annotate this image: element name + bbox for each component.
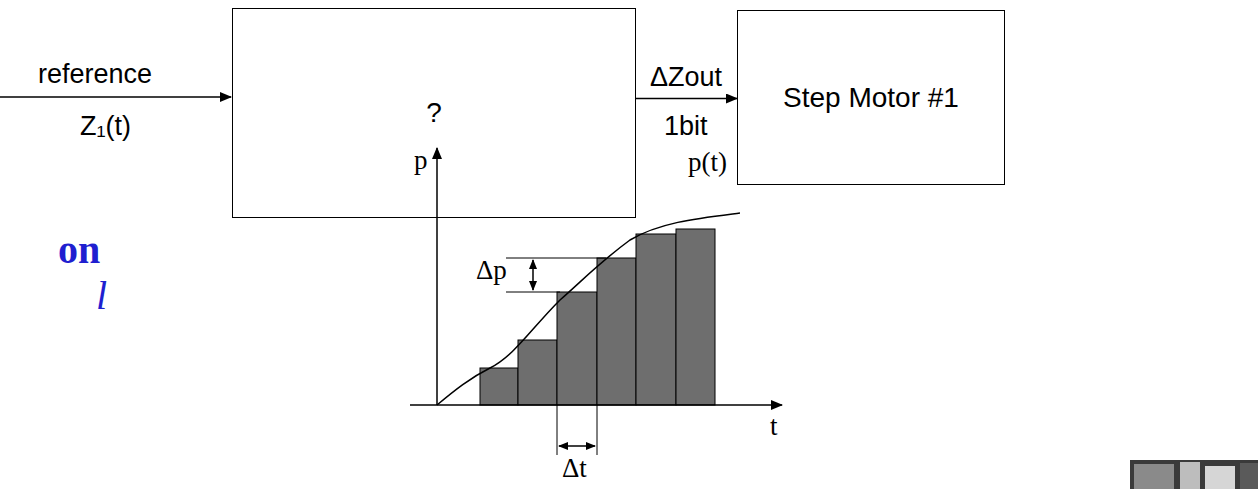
signal-name: Z₁(t)	[80, 110, 131, 142]
photo	[1130, 460, 1258, 489]
dt-tick	[557, 405, 558, 455]
p-curve	[437, 213, 740, 405]
motor-box: Step Motor #1	[737, 10, 1005, 185]
signal-name: ΔZout	[650, 61, 722, 93]
y-axis	[436, 148, 438, 405]
node-texts: ?	[426, 93, 442, 132]
process-box: ?	[232, 8, 636, 218]
axis-label: t	[770, 410, 778, 442]
node-texts: Step Motor #1	[783, 78, 959, 117]
dp-tick	[506, 258, 606, 259]
node-label: ?	[426, 93, 442, 132]
signal-name: reference	[38, 58, 152, 90]
cut-text: l	[96, 272, 107, 320]
input-arrow	[0, 96, 231, 98]
dt-tick	[597, 405, 598, 455]
dp-tick	[506, 292, 560, 293]
curve-label: p(t)	[688, 146, 727, 178]
dt-arrow	[559, 445, 595, 447]
dimension: Δt	[562, 452, 587, 484]
node-label: Step Motor #1	[783, 78, 959, 117]
signal-arrow	[636, 98, 737, 100]
cut-text: on	[58, 226, 100, 274]
x-axis	[410, 404, 782, 406]
axis-label: p	[414, 144, 428, 176]
bit-width: 1bit	[664, 110, 708, 142]
dimension: Δp	[476, 254, 507, 286]
dp-arrow	[532, 260, 534, 290]
step-bars	[480, 229, 715, 405]
